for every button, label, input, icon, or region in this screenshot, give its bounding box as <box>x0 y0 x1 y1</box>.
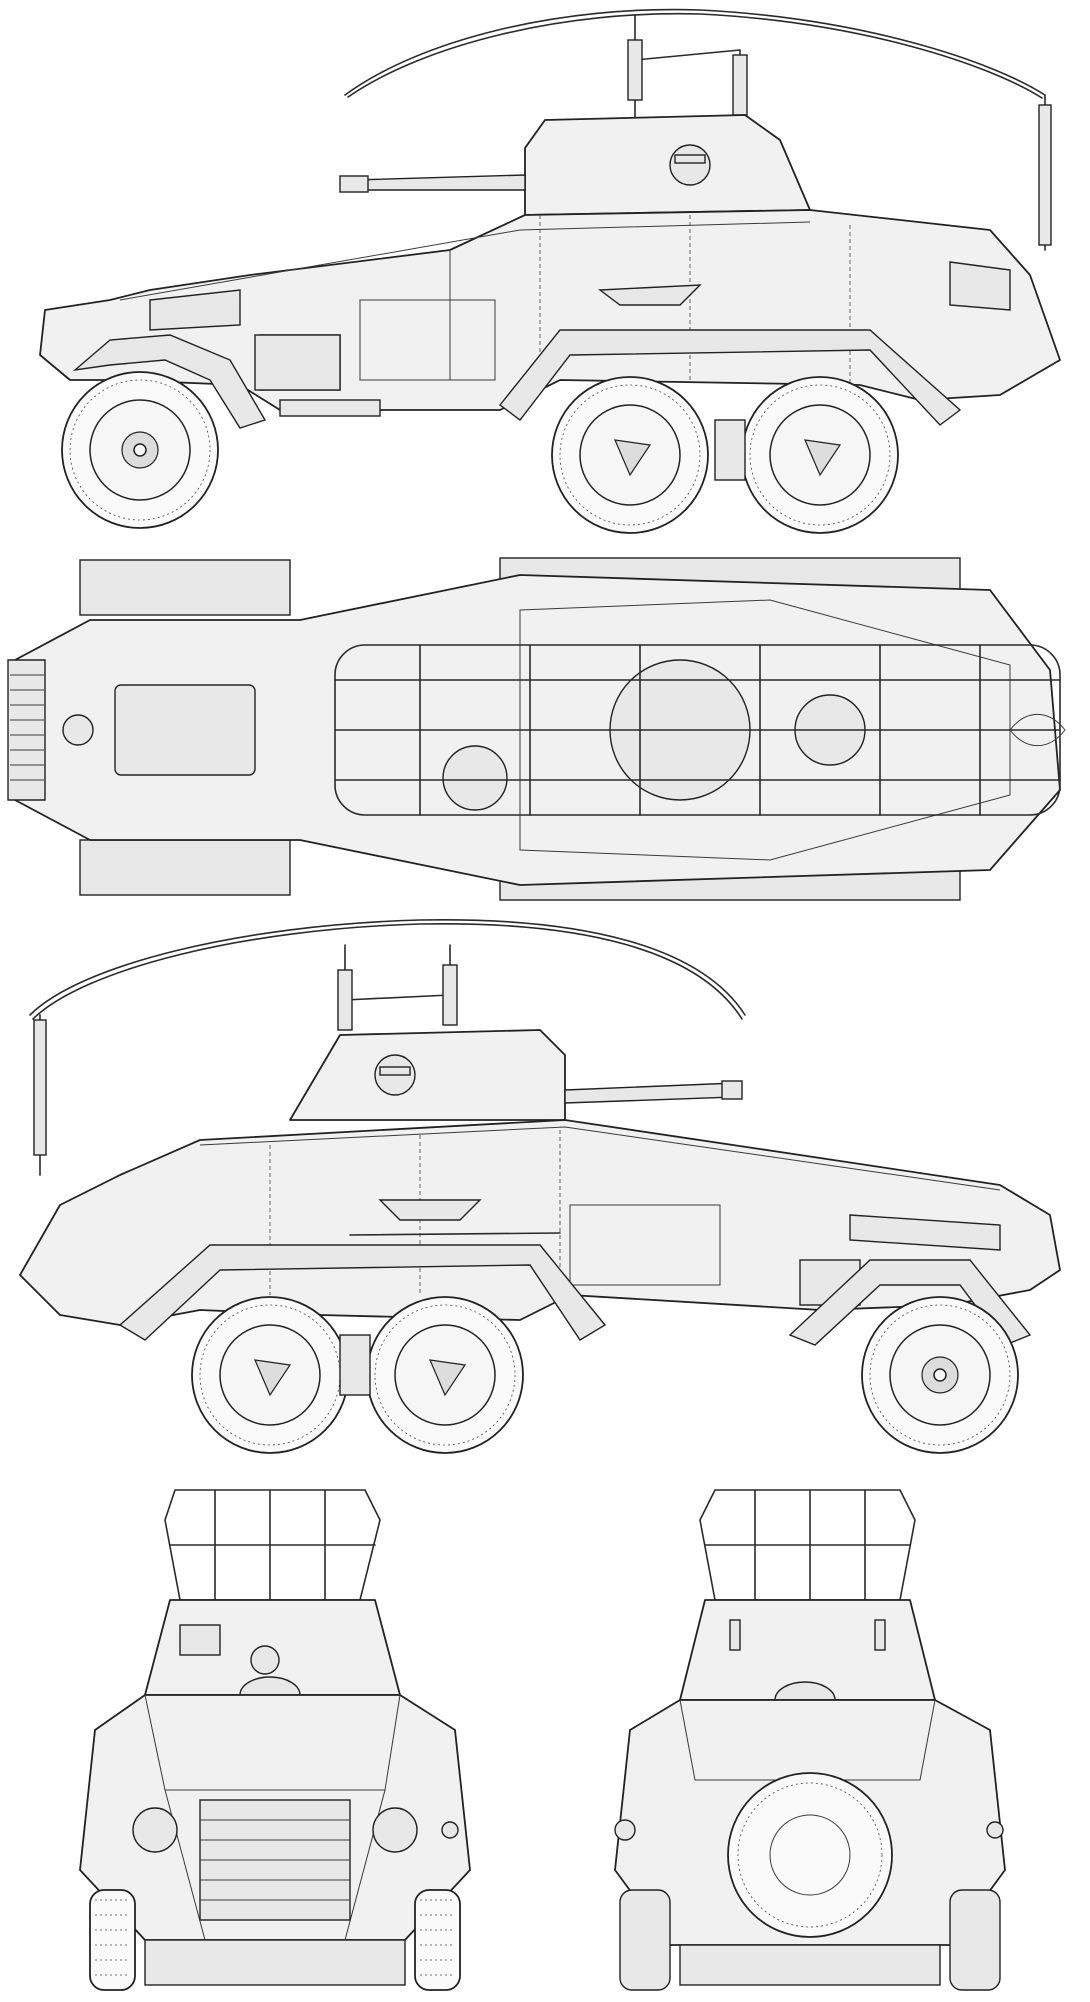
main-gun-lower <box>564 1082 736 1104</box>
side-view-upper-svg <box>39 8 1061 534</box>
rear-view-svg <box>614 1489 1006 1991</box>
front-wheel <box>61 371 219 529</box>
antenna-frame <box>344 8 1046 96</box>
turret-lower <box>289 1029 566 1121</box>
turret <box>524 114 811 216</box>
spare-wheel <box>727 1772 893 1938</box>
front-view <box>75 1470 495 2000</box>
top-view-svg <box>7 557 1066 901</box>
side-view-lower <box>0 915 1090 1475</box>
top-view <box>0 550 1090 910</box>
fender-front <box>72 334 267 429</box>
front-view-svg <box>79 1489 471 1991</box>
middle-wheel <box>551 376 709 534</box>
side-view-lower-svg <box>19 918 1061 1454</box>
rear-view <box>610 1470 1030 2000</box>
lower-wheel-front <box>861 1296 1019 1454</box>
fender-lower-rear <box>118 1244 607 1341</box>
side-view-upper <box>0 0 1090 545</box>
main-gun <box>354 174 526 191</box>
fender-rear <box>499 329 962 426</box>
lower-wheel-rear <box>191 1296 349 1454</box>
rear-wheel <box>741 376 899 534</box>
lower-wheel-middle <box>366 1296 524 1454</box>
antenna-frame-lower <box>29 918 746 1016</box>
